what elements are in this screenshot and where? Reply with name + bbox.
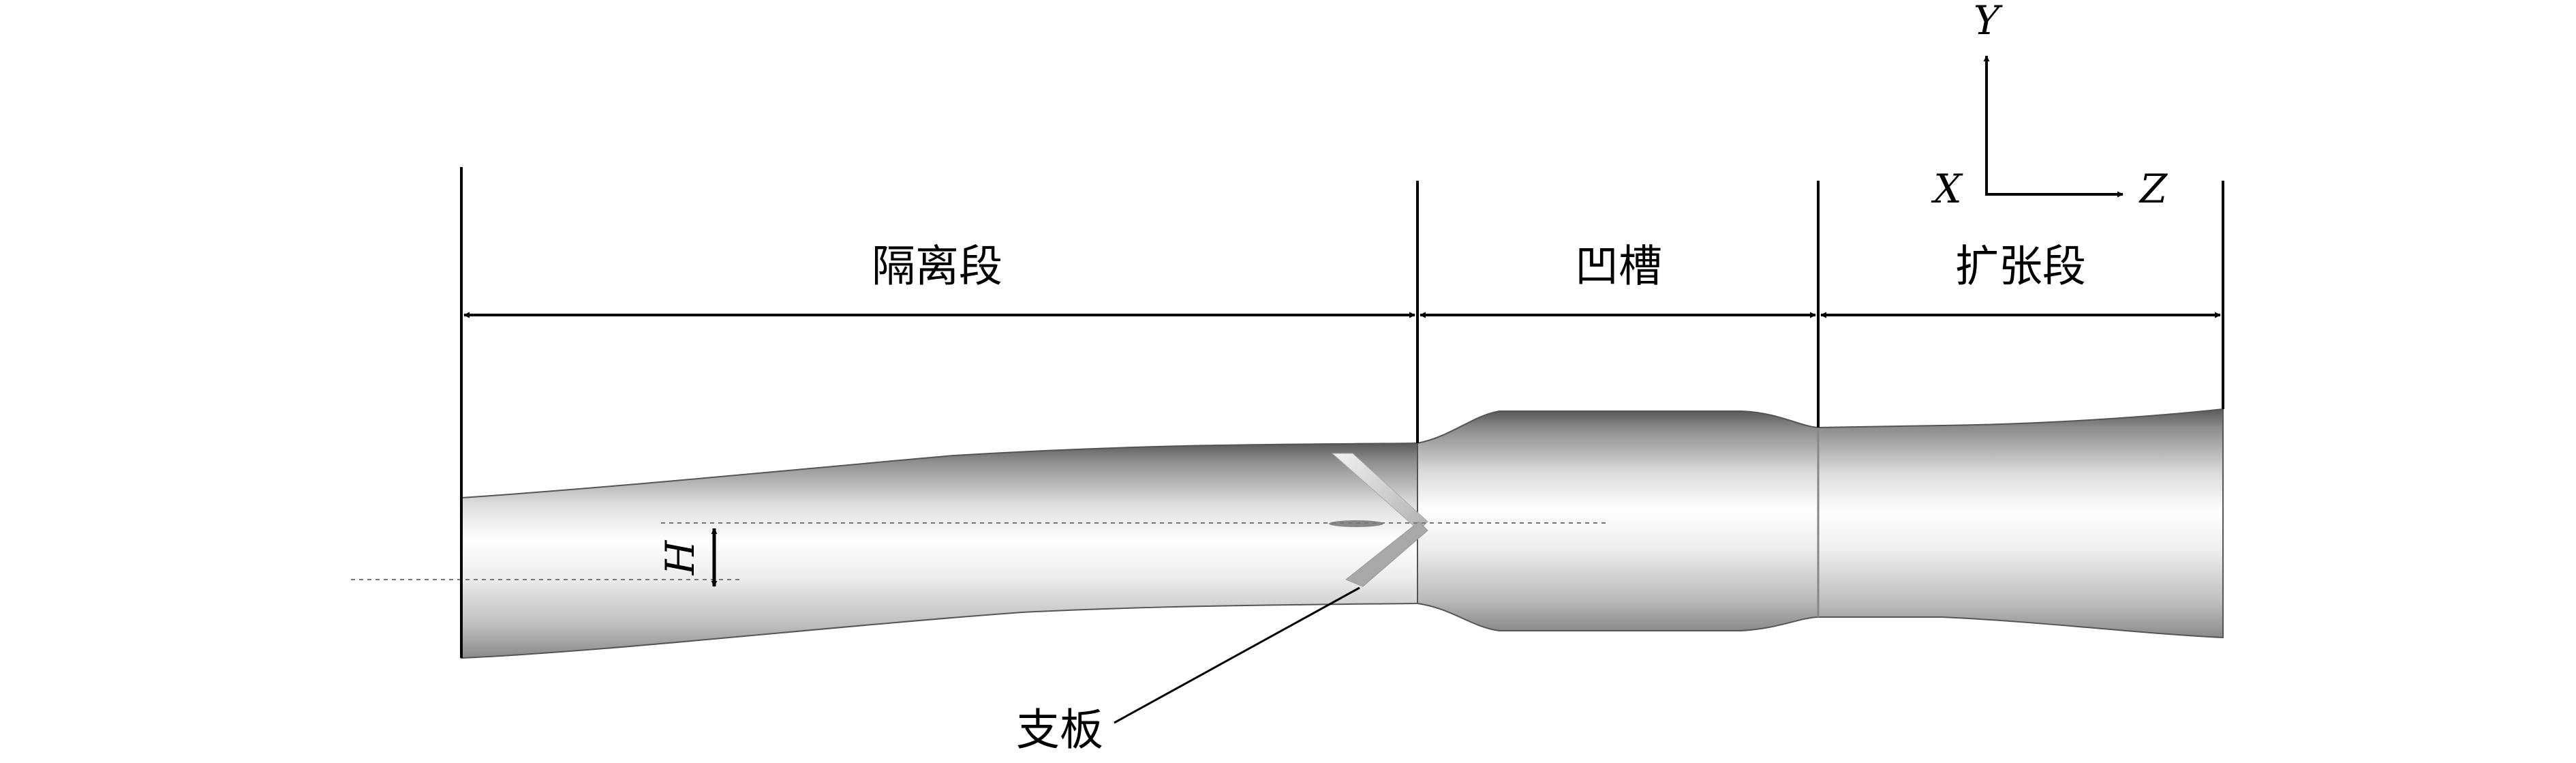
coordinate-axes: Y X Z <box>1931 0 2168 212</box>
strut-leader-line <box>1114 586 1360 724</box>
cavity-label: 凹槽 <box>1575 242 1662 293</box>
y-axis-label: Y <box>1974 0 2003 44</box>
strut-label: 支板 <box>1016 706 1103 756</box>
section-boundaries <box>460 167 2224 658</box>
isolator-section <box>461 442 1418 659</box>
expansion-label: 扩张段 <box>1955 242 2086 293</box>
cavity-section <box>1417 410 1819 631</box>
strut-lower-blade <box>1345 521 1428 587</box>
expansion-section <box>1818 408 2224 639</box>
z-axis-label: Z <box>2138 166 2168 212</box>
height-label: H <box>657 539 703 575</box>
height-marker: H <box>657 528 718 587</box>
isolator-label: 隔离段 <box>872 242 1002 293</box>
strut-upper-blade <box>1331 453 1428 531</box>
x-axis-label: X <box>1931 166 1963 212</box>
combustor-body <box>461 408 2224 659</box>
